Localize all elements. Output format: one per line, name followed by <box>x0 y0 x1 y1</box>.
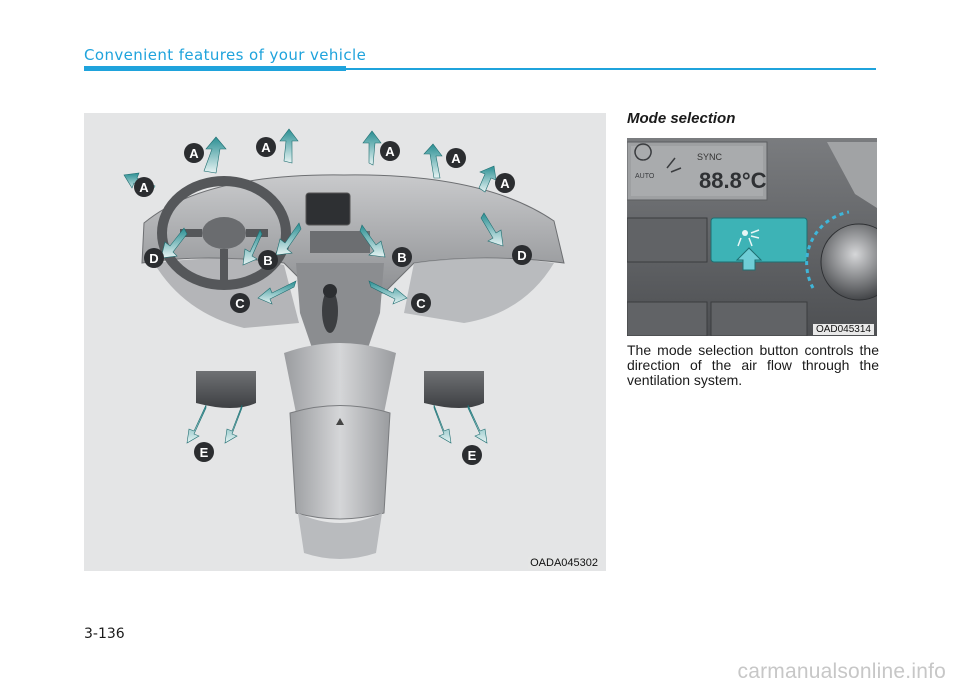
page-number: 3-136 <box>84 626 125 642</box>
svg-text:D: D <box>517 248 526 263</box>
svg-text:A: A <box>385 144 395 159</box>
svg-text:D: D <box>149 251 158 266</box>
climate-panel-drawing: SYNC 88.8°C AUTO <box>627 138 877 336</box>
svg-text:E: E <box>200 445 209 460</box>
section-title: Convenient features of your vehicle <box>84 46 367 64</box>
svg-text:E: E <box>468 448 477 463</box>
vent-label-a-5: A <box>134 177 154 197</box>
mode-button-icon <box>737 229 760 247</box>
airflow-arrow-icon <box>123 128 504 444</box>
body-paragraph: The mode selection button controls the d… <box>627 342 879 388</box>
vent-label-e-1: E <box>194 442 214 462</box>
vent-label-a-6: A <box>495 173 515 193</box>
header-rule <box>84 66 346 71</box>
vent-label-d-1: D <box>144 248 164 268</box>
display-auto: AUTO <box>635 173 655 180</box>
display-mode-label: SYNC <box>697 152 723 162</box>
vent-label-b-2: B <box>392 247 412 267</box>
vent-label-b-1: B <box>258 250 278 270</box>
watermark: carmanualsonline.info <box>737 660 946 683</box>
temperature-knob[interactable] <box>820 223 877 301</box>
vent-label-a-2: A <box>256 137 276 157</box>
svg-text:A: A <box>451 151 461 166</box>
svg-text:B: B <box>397 250 406 265</box>
dashboard-drawing: A A A A A A B B C C D D E E <box>123 128 565 559</box>
pointer-arrow-icon <box>735 247 763 271</box>
svg-text:B: B <box>263 253 272 268</box>
vent-label-a-4: A <box>446 148 466 168</box>
figure-code: OADA045302 <box>528 557 600 569</box>
vent-label-e-2: E <box>462 445 482 465</box>
mode-selection-button[interactable] <box>710 217 808 263</box>
section-heading: Mode selection <box>627 110 736 127</box>
svg-text:A: A <box>500 176 510 191</box>
vent-label-c-1: C <box>230 293 250 313</box>
svg-text:A: A <box>139 180 149 195</box>
figure-code-right: OAD045314 <box>812 324 874 335</box>
display-temp: 88.8°C <box>699 168 767 193</box>
header-rule-thin <box>346 68 876 70</box>
svg-text:A: A <box>261 140 271 155</box>
vent-label-a-1: A <box>184 143 204 163</box>
vent-label-a-3: A <box>380 141 400 161</box>
mode-button-illustration: SYNC 88.8°C AUTO OAD045314 <box>627 138 877 336</box>
svg-text:C: C <box>416 296 426 311</box>
vent-label-d-2: D <box>512 245 532 265</box>
vent-label-c-2: C <box>411 293 431 313</box>
svg-text:A: A <box>189 146 199 161</box>
svg-text:C: C <box>235 296 245 311</box>
vent-layout-illustration: A A A A A A B B C C D D E E OADA045302 <box>84 113 606 571</box>
